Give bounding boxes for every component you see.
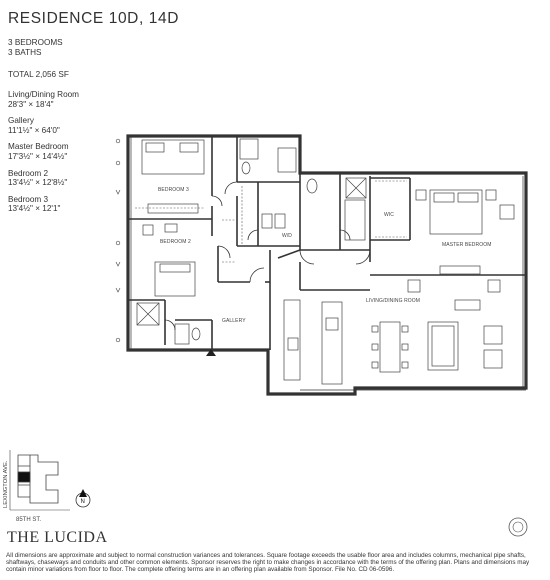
chair <box>371 343 379 351</box>
kitchen-counter <box>283 299 301 381</box>
room-item-bedroom2: Bedroom 2 13'4½" × 12'8½" <box>8 169 79 188</box>
chair <box>142 224 154 236</box>
nightstand <box>485 189 497 201</box>
key-plan <box>9 450 70 511</box>
lamp-table <box>407 279 421 293</box>
chair <box>401 325 409 333</box>
baths-count: 3 BATHS <box>8 47 42 57</box>
pillow <box>457 192 479 203</box>
sink <box>325 317 339 331</box>
shower-2 <box>136 302 160 326</box>
door-swings <box>164 181 371 331</box>
room-name: Bedroom 2 <box>8 168 49 178</box>
room-dims: 28'3" × 18'4" <box>8 99 54 109</box>
label-gallery: GALLERY <box>222 318 246 324</box>
label-living: LIVING/DINING ROOM <box>366 298 420 304</box>
washer <box>261 213 273 229</box>
armchair <box>483 325 503 345</box>
lamp-table <box>487 279 501 293</box>
room-dims: 13'4½" × 12'8½" <box>8 178 68 188</box>
room-item-master: Master Bedroom 17'3½" × 14'4½" <box>8 142 79 161</box>
vanity-2 <box>174 323 190 345</box>
pillow <box>179 142 199 153</box>
room-list: Living/Dining Room 28'3" × 18'4" Gallery… <box>8 90 79 221</box>
compass-label: N <box>81 499 85 505</box>
sofa-cushion <box>431 325 455 367</box>
dresser-master <box>439 265 481 275</box>
sofa <box>427 321 459 371</box>
shower <box>345 177 367 199</box>
vanity <box>239 138 259 160</box>
chair <box>371 361 379 369</box>
pillow <box>145 142 165 153</box>
room-name: Living/Dining Room <box>8 90 79 99</box>
bedrooms-count: 3 BEDROOMS <box>8 38 63 47</box>
pillow <box>159 263 191 273</box>
unit-location-marker <box>17 471 31 483</box>
publisher-logo-icon <box>508 517 528 537</box>
pillow <box>433 192 455 203</box>
nightstand <box>164 223 178 233</box>
window-lines <box>130 136 526 391</box>
legal-disclaimer: All dimensions are approximate and subje… <box>6 552 530 574</box>
label-bedroom3: BEDROOM 3 <box>158 187 189 193</box>
street-label-lexington: LEXINGTON AVE. <box>3 460 9 508</box>
toilet <box>241 161 251 175</box>
armchair <box>499 204 515 220</box>
dining-table <box>379 321 401 373</box>
dryer <box>274 213 286 229</box>
label-bedroom2: BEDROOM 2 <box>160 239 191 245</box>
toilet-2 <box>191 327 201 341</box>
room-dims: 17'3½" × 14'4½" <box>8 151 68 161</box>
room-dims: 13'4½" × 12'1" <box>8 204 61 214</box>
bed-bedroom3 <box>141 139 205 175</box>
bed-bedroom2 <box>154 261 196 297</box>
room-name: Bedroom 3 <box>8 194 49 204</box>
chair <box>371 325 379 333</box>
residence-title: RESIDENCE 10D, 14D <box>8 10 180 27</box>
room-item-gallery: Gallery 11'1½" × 64'0" <box>8 116 79 135</box>
dresser <box>147 203 199 214</box>
armchair <box>483 349 503 369</box>
kitchen-island <box>321 301 343 385</box>
exterior-wall <box>126 134 528 396</box>
tub-master <box>344 199 366 241</box>
compass-icon: N <box>75 489 91 508</box>
room-item-living: Living/Dining Room 28'3" × 18'4" <box>8 90 79 109</box>
total-area: TOTAL 2,056 SF <box>8 70 69 79</box>
brand-name: THE LUCIDA <box>7 529 108 546</box>
label-wic: WIC <box>384 212 394 218</box>
label-wd: W/D <box>282 233 292 239</box>
closet-lines <box>135 180 407 263</box>
street-label-85th: 85TH ST. <box>16 517 42 523</box>
cooktop <box>287 337 299 351</box>
chair <box>401 361 409 369</box>
tub <box>277 147 297 173</box>
interior-walls <box>128 136 526 350</box>
room-name: Master Bedroom <box>8 142 69 152</box>
bed-master <box>429 189 483 235</box>
unit-specs: 3 BEDROOMS 3 BATHS <box>8 38 63 57</box>
room-name: Gallery <box>8 116 34 126</box>
chair <box>401 343 409 351</box>
room-item-bedroom3: Bedroom 3 13'4½" × 12'1" <box>8 195 79 214</box>
furniture <box>136 138 515 385</box>
outlet-symbols <box>115 138 121 343</box>
entry-marker <box>206 349 216 356</box>
console <box>454 299 481 311</box>
toilet-master <box>306 178 318 194</box>
label-master: MASTER BEDROOM <box>442 242 491 248</box>
room-dims: 11'1½" × 64'0" <box>8 125 60 135</box>
nightstand <box>415 189 427 201</box>
